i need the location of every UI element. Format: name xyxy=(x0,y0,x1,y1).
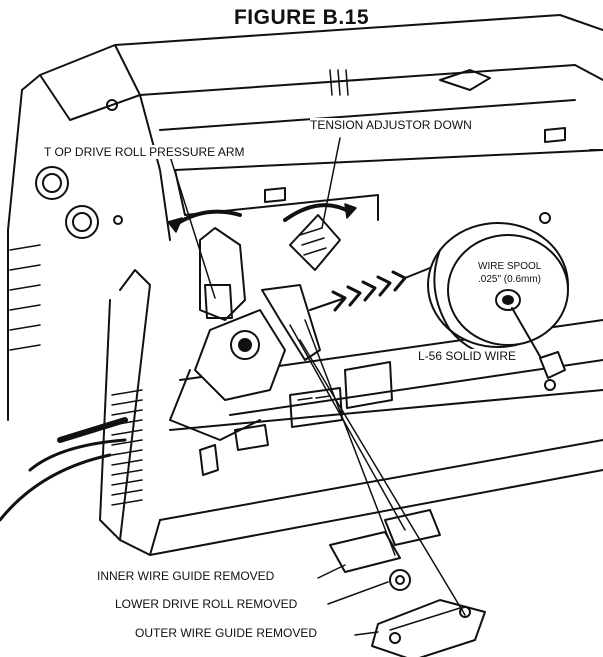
figure-title: FIGURE B.15 xyxy=(233,6,370,29)
callout-outer-wire-guide: OUTER WIRE GUIDE REMOVED xyxy=(135,626,318,640)
callout-lower-drive-roll: LOWER DRIVE ROLL REMOVED xyxy=(115,597,298,611)
control-knobs xyxy=(35,99,551,239)
leader-lines xyxy=(167,137,466,636)
callout-top-drive-roll-pressure-arm: T OP DRIVE ROLL PRESSURE ARM xyxy=(44,145,245,159)
callout-wire-spool-name: WIRE SPOOL xyxy=(478,261,542,272)
wire-spool xyxy=(427,222,569,391)
wire-drive-assembly xyxy=(0,214,393,522)
callout-solid-wire: L-56 SOLID WIRE xyxy=(418,349,517,363)
exploded-parts xyxy=(329,509,486,657)
callout-tension-adjustor: TENSION ADJUSTOR DOWN xyxy=(310,118,472,132)
rotation-arrows xyxy=(167,203,357,233)
callout-wire-spool-size: .025" (0.6mm) xyxy=(478,274,542,285)
wire-feed-arrows xyxy=(309,265,436,312)
callout-inner-wire-guide: INNER WIRE GUIDE REMOVED xyxy=(97,569,275,583)
